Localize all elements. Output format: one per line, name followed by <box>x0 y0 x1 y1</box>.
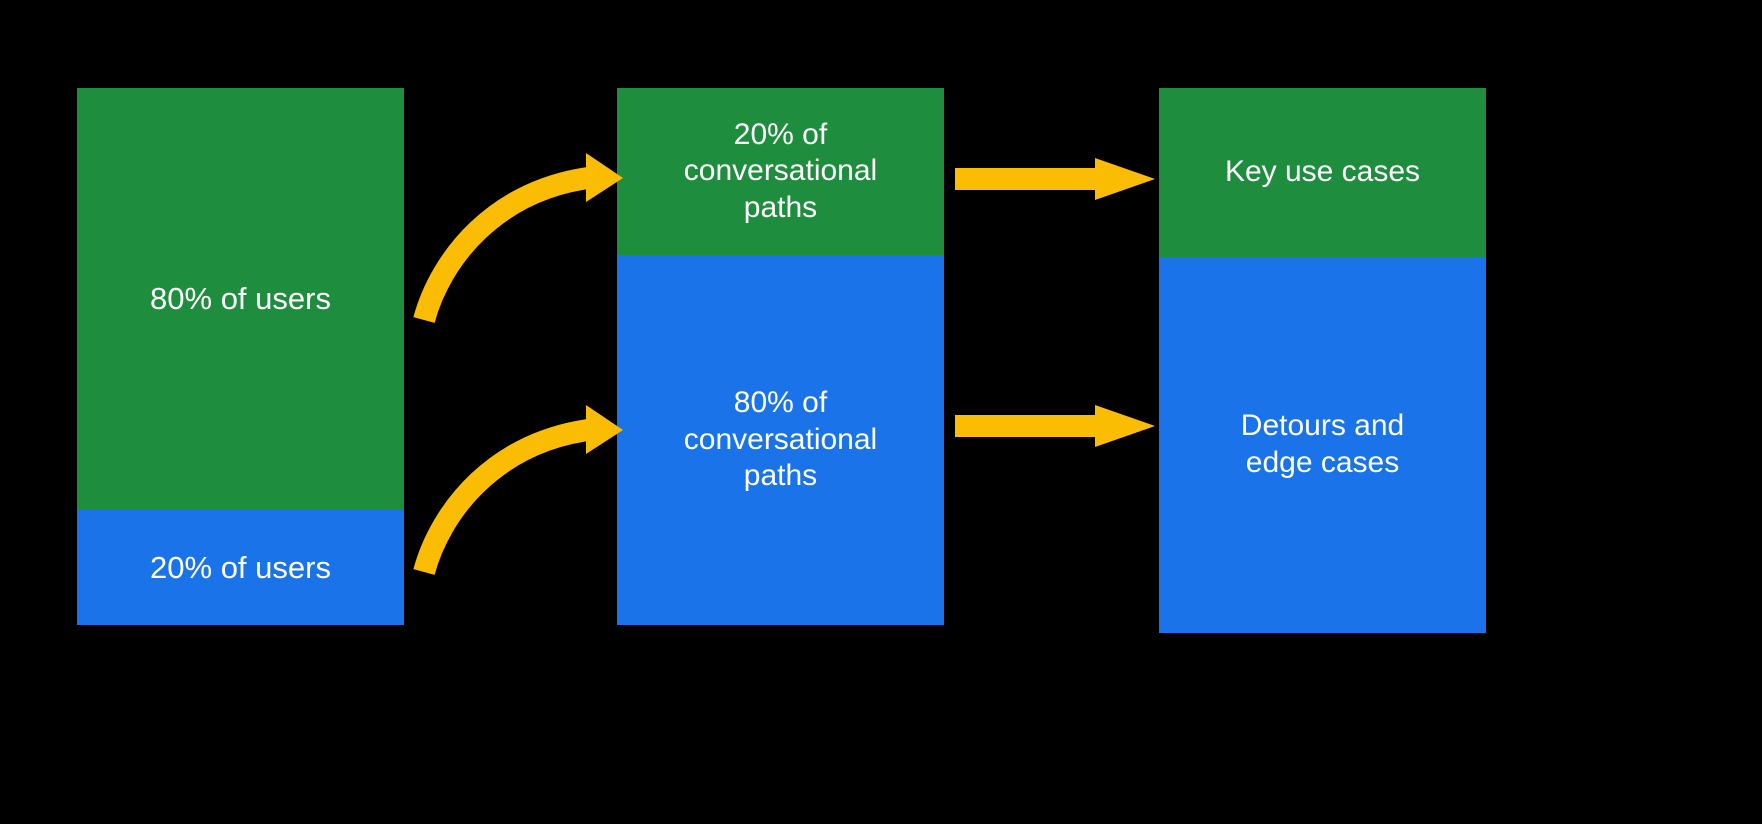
segment-users-blue: 20% of users <box>77 510 404 625</box>
segment-paths-green: 20% of conversational paths <box>617 88 944 255</box>
straight-arrow-icon-bottom <box>955 405 1155 447</box>
column-use-cases: Key use cases Detours and edge cases <box>1159 88 1486 633</box>
segment-cases-green: Key use cases <box>1159 88 1486 257</box>
curved-arrow-icon-bottom <box>413 405 623 576</box>
straight-arrow-icon-top <box>955 158 1155 200</box>
segment-cases-blue-label: Detours and edge cases <box>1240 409 1405 479</box>
segment-users-green: 80% of users <box>77 88 404 510</box>
segment-users-blue-label: 20% of users <box>150 549 331 585</box>
segment-paths-blue-label: 80% of conversational paths <box>683 386 878 493</box>
segment-cases-green-label: Key use cases <box>1224 155 1421 189</box>
column-users: 80% of users 20% of users <box>77 88 404 625</box>
curved-arrow-icon-top <box>413 153 623 324</box>
segment-users-green-label: 80% of users <box>150 281 331 317</box>
segment-cases-blue: Detours and edge cases <box>1159 257 1486 633</box>
segment-paths-green-label: 20% of conversational paths <box>683 117 878 224</box>
segment-paths-blue: 80% of conversational paths <box>617 255 944 625</box>
column-conversational-paths: 20% of conversational paths 80% of conve… <box>617 88 944 625</box>
